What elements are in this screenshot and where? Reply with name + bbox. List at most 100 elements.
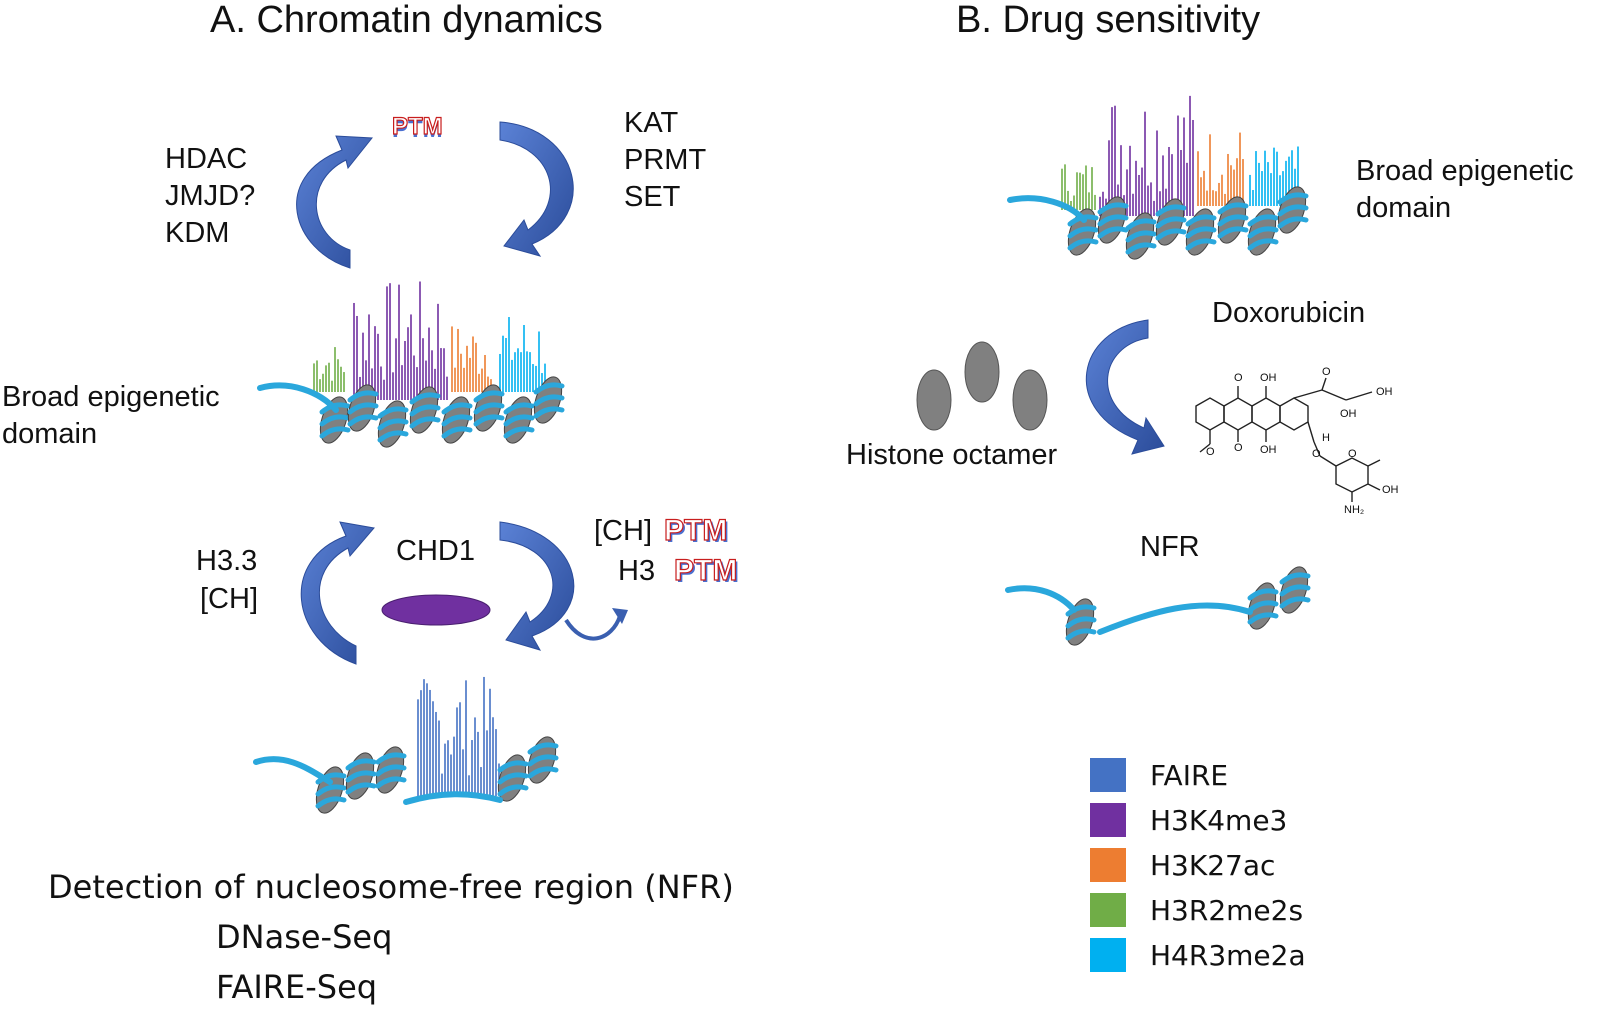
dna-wrap xyxy=(1279,584,1311,597)
broad-domain-nucleosomes-b xyxy=(1067,186,1309,260)
dna-wrap xyxy=(503,426,535,439)
dna-wrap xyxy=(1185,238,1217,251)
dna-wrap xyxy=(1067,226,1099,239)
dna-wrap xyxy=(345,758,377,771)
dna-wrap xyxy=(1185,214,1217,227)
histone-ellipse xyxy=(1012,369,1048,431)
enzyme-kdm: KDM xyxy=(165,217,230,249)
detection-method-dnase: DNase-Seq xyxy=(216,918,393,956)
legend-swatch xyxy=(1090,893,1126,927)
dna-wrap xyxy=(497,760,529,773)
enzyme-prmt: PRMT xyxy=(624,144,707,176)
chem-atom-label: O xyxy=(1348,448,1357,460)
legend-label: FAIRE xyxy=(1150,758,1229,792)
chem-atom-label: O xyxy=(1312,448,1321,460)
dna-wrap xyxy=(473,402,505,415)
chem-atom-label: O xyxy=(1234,442,1243,454)
dna-wrap xyxy=(1125,242,1157,255)
histone-octamer xyxy=(916,341,1048,431)
dna-wrap xyxy=(441,414,473,427)
dna-wrap xyxy=(497,784,529,797)
cycle-arrow-left-top xyxy=(296,135,373,269)
dna-wrap xyxy=(377,418,409,431)
h3-label: H3 xyxy=(618,555,656,587)
side-arrow-ptm-head xyxy=(612,608,628,624)
dna-wrap xyxy=(1247,612,1279,625)
dna-wrap xyxy=(315,784,347,797)
dna-wrap xyxy=(319,426,351,439)
chd1-enzyme xyxy=(381,594,491,626)
chd1-label: CHD1 xyxy=(396,535,475,567)
dna-wrap xyxy=(533,394,565,407)
broad-domain-label-b-line1: Broad epigenetic xyxy=(1356,155,1574,187)
dna-wrap xyxy=(1279,572,1311,585)
enzyme-set: SET xyxy=(624,181,681,213)
legend-label: H3R2me2s xyxy=(1150,893,1304,927)
nfr-nucleosomes-a xyxy=(315,736,559,814)
legend-label: H3K4me3 xyxy=(1150,803,1288,837)
dna-wrap xyxy=(377,430,409,443)
chem-atom-label: OH xyxy=(1382,484,1399,496)
broad-domain-nucleosomes-a xyxy=(319,376,565,448)
detection-heading: Detection of nucleosome-free region (NFR… xyxy=(48,868,734,906)
dna-wrap xyxy=(1065,604,1097,617)
dna-wrap xyxy=(1097,214,1129,227)
ch-label-left: [CH] xyxy=(200,583,258,615)
dna-wrap xyxy=(527,754,559,767)
dna-wrap xyxy=(441,426,473,439)
dna-wrap xyxy=(1247,238,1279,251)
legend-swatch xyxy=(1090,803,1126,837)
dna-wrap xyxy=(503,414,535,427)
dna-wrap xyxy=(1065,628,1097,641)
dna-wrap xyxy=(1217,214,1249,227)
dna-linker-nfr-b-left xyxy=(1005,585,1077,613)
cycle-arrow-right-top xyxy=(499,121,574,257)
dna-wrap xyxy=(347,414,379,427)
side-arrow-ptm xyxy=(564,615,622,641)
dna-wrap xyxy=(375,776,407,789)
dna-wrap xyxy=(1185,226,1217,239)
dna-wrap xyxy=(1125,218,1157,231)
chem-atom-label: H xyxy=(1322,432,1330,444)
bottom-cycle-arrows xyxy=(300,521,628,665)
panel-b-title: B. Drug sensitivity xyxy=(956,0,1261,41)
dna-wrap xyxy=(1155,216,1187,229)
doxorubicin-arrow xyxy=(1085,319,1165,455)
legend-swatch xyxy=(1090,758,1126,792)
doxorubicin-label: Doxorubicin xyxy=(1212,297,1366,329)
legend-item-h3r2me2s: H3R2me2s xyxy=(1090,893,1303,927)
detection-method-faire: FAIRE-Seq xyxy=(216,968,378,1006)
dna-nfr-b-free xyxy=(1097,602,1253,635)
legend-item-h4r3me2a: H4R3me2a xyxy=(1090,938,1306,972)
doxorubicin-structure xyxy=(1195,377,1381,502)
cycle-arrow-right-bottom xyxy=(499,521,575,651)
dna-linker-b xyxy=(1007,195,1087,223)
dna-linker-nfr-left xyxy=(253,756,333,785)
chem-atom-label: OH xyxy=(1260,444,1277,456)
nfr-label-b: NFR xyxy=(1140,531,1200,563)
dna-wrap xyxy=(533,406,565,419)
dna-wrap xyxy=(1125,230,1157,243)
dna-wrap xyxy=(503,402,535,415)
histone-octamer-label: Histone octamer xyxy=(846,439,1058,471)
dna-wrap xyxy=(315,772,347,785)
legend-swatch xyxy=(1090,938,1126,972)
dna-wrap xyxy=(527,766,559,779)
dna-nfr-arc xyxy=(403,791,503,805)
legend-label: H3K27ac xyxy=(1150,848,1276,882)
dna-wrap xyxy=(527,742,559,755)
legend-label: H4R3me2a xyxy=(1150,938,1306,972)
ptm-label-h3: PTM xyxy=(673,553,738,587)
enzyme-hdac: HDAC xyxy=(165,143,248,175)
nfr-nucleosomes-b xyxy=(1065,566,1311,646)
chem-atom-label: OH xyxy=(1260,372,1277,384)
broad-domain-peaks-a xyxy=(313,281,546,400)
chem-atom-label: NH₂ xyxy=(1344,504,1365,516)
dna-wrap xyxy=(1067,238,1099,251)
dna-wrap xyxy=(1097,202,1129,215)
dna-wrap xyxy=(347,390,379,403)
dna-wrap xyxy=(1247,226,1279,239)
dna-wrap xyxy=(533,382,565,395)
legend-item-h3k27ac: H3K27ac xyxy=(1090,848,1275,882)
